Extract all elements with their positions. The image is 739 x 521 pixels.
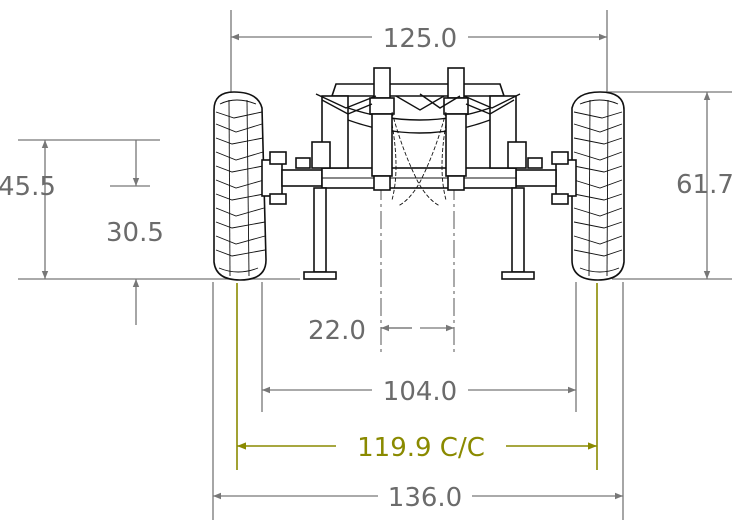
dim-overall-bottom: 136.0 bbox=[388, 483, 462, 513]
dim-height-left-inner: 30.5 bbox=[106, 218, 164, 248]
dimension-lines bbox=[41, 33, 711, 500]
left-tread bbox=[215, 99, 266, 277]
dim-height-left-outer: 45.5 bbox=[0, 172, 56, 202]
hitch-posts bbox=[315, 67, 521, 191]
right-tire bbox=[571, 91, 625, 281]
dim-overall-top: 125.0 bbox=[383, 24, 457, 54]
axle-assembly bbox=[261, 151, 577, 205]
dim-inner-track: 104.0 bbox=[383, 377, 457, 407]
dim-center-to-center: 119.9 C/C bbox=[357, 433, 485, 463]
safety-chains bbox=[391, 111, 447, 207]
dim-height-right: 61.7 bbox=[676, 170, 734, 200]
dim-center-gap: 22.0 bbox=[308, 316, 366, 346]
dimension-labels: 125.0 45.5 30.5 61.7 22.0 104.0 119.9 C/… bbox=[0, 24, 734, 513]
right-tread bbox=[573, 99, 623, 277]
center-to-center-dimension bbox=[236, 283, 598, 470]
left-tire bbox=[213, 91, 267, 281]
